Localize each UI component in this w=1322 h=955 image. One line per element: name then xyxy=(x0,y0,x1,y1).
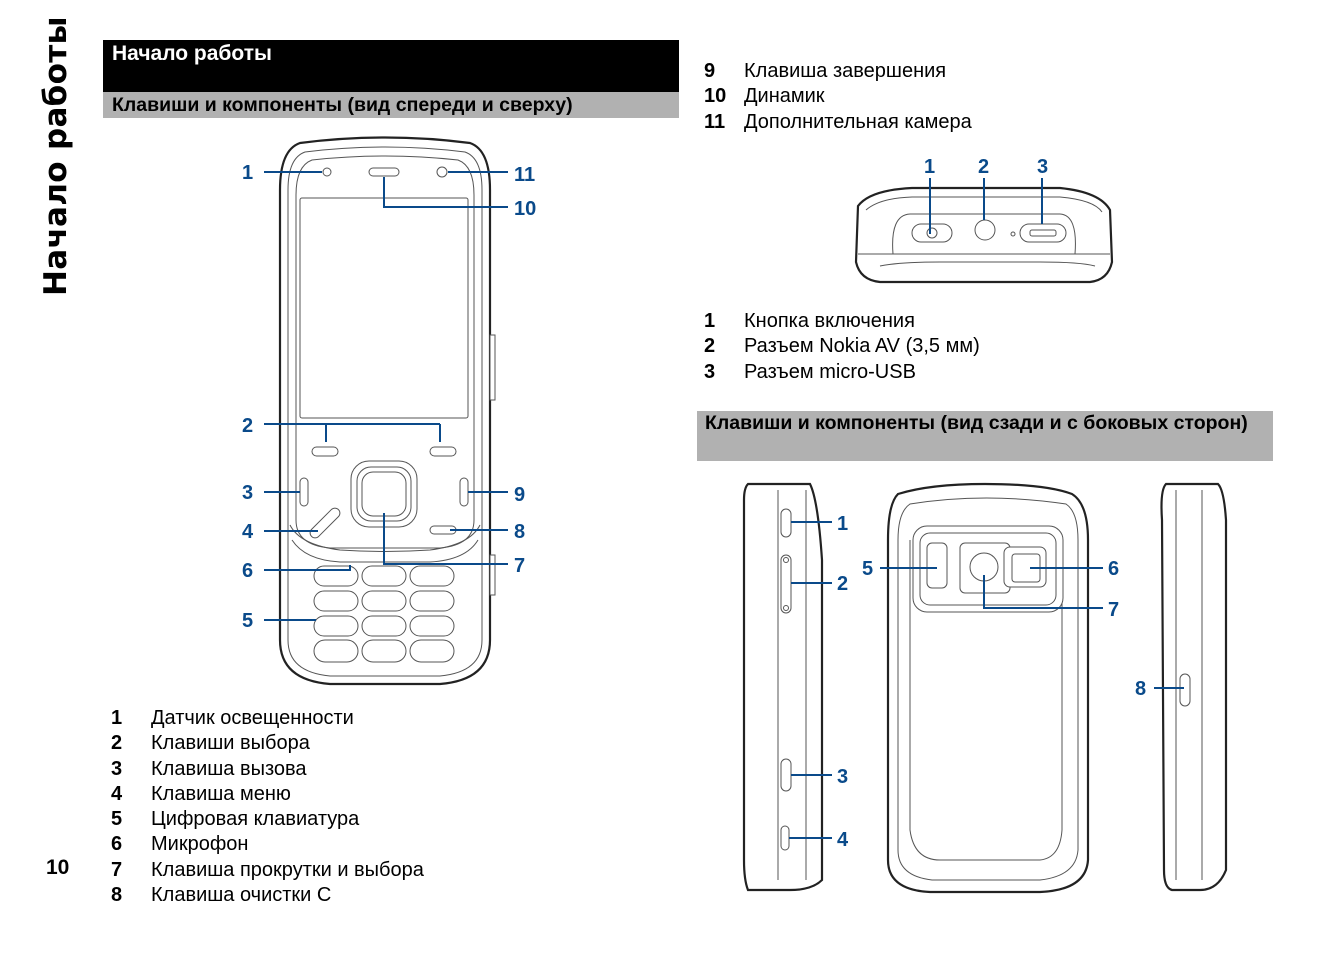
earpiece-speaker xyxy=(368,167,400,177)
callout-top-1: 1 xyxy=(924,156,935,178)
callout-back-3: 3 xyxy=(837,766,848,788)
callout-front-1: 1 xyxy=(242,162,253,184)
callout-back-4: 4 xyxy=(837,829,849,851)
left-side-view xyxy=(742,482,824,892)
callout-front-2: 2 xyxy=(242,415,253,437)
top-view-diagram xyxy=(854,186,1114,284)
callout-back-1: 1 xyxy=(837,513,848,535)
callout-back-5: 5 xyxy=(862,558,873,580)
callout-top-3: 3 xyxy=(1037,156,1048,178)
callout-back-7: 7 xyxy=(1108,599,1119,621)
phone-screen xyxy=(299,197,469,419)
callout-front-6: 6 xyxy=(242,560,253,582)
subheading-back-sides: Клавиши и компоненты (вид сзади и с боко… xyxy=(697,411,1273,461)
callout-front-11: 11 xyxy=(514,164,535,186)
callout-top-2: 2 xyxy=(978,156,989,178)
callout-front-4: 4 xyxy=(242,521,254,543)
subheading-front-top: Клавиши и компоненты (вид спереди и свер… xyxy=(103,92,679,118)
back-view xyxy=(886,482,1090,894)
section-title: Начало работы xyxy=(103,40,679,92)
callout-front-9: 9 xyxy=(514,484,525,506)
callout-front-10: 10 xyxy=(514,198,536,220)
page-number: 10 xyxy=(46,856,70,879)
right-side-view xyxy=(1160,482,1228,892)
callout-back-8: 8 xyxy=(1135,678,1146,700)
callout-front-5: 5 xyxy=(242,610,253,632)
callout-front-7: 7 xyxy=(514,555,525,577)
callout-back-2: 2 xyxy=(837,573,848,595)
callout-front-8: 8 xyxy=(514,521,525,543)
callout-front-3: 3 xyxy=(242,482,253,504)
camera-flash xyxy=(926,542,948,589)
callout-back-6: 6 xyxy=(1108,558,1119,580)
numeric-keypad xyxy=(313,565,455,663)
front-camera xyxy=(436,166,448,178)
av-connector xyxy=(974,219,996,241)
light-sensor xyxy=(322,167,332,177)
